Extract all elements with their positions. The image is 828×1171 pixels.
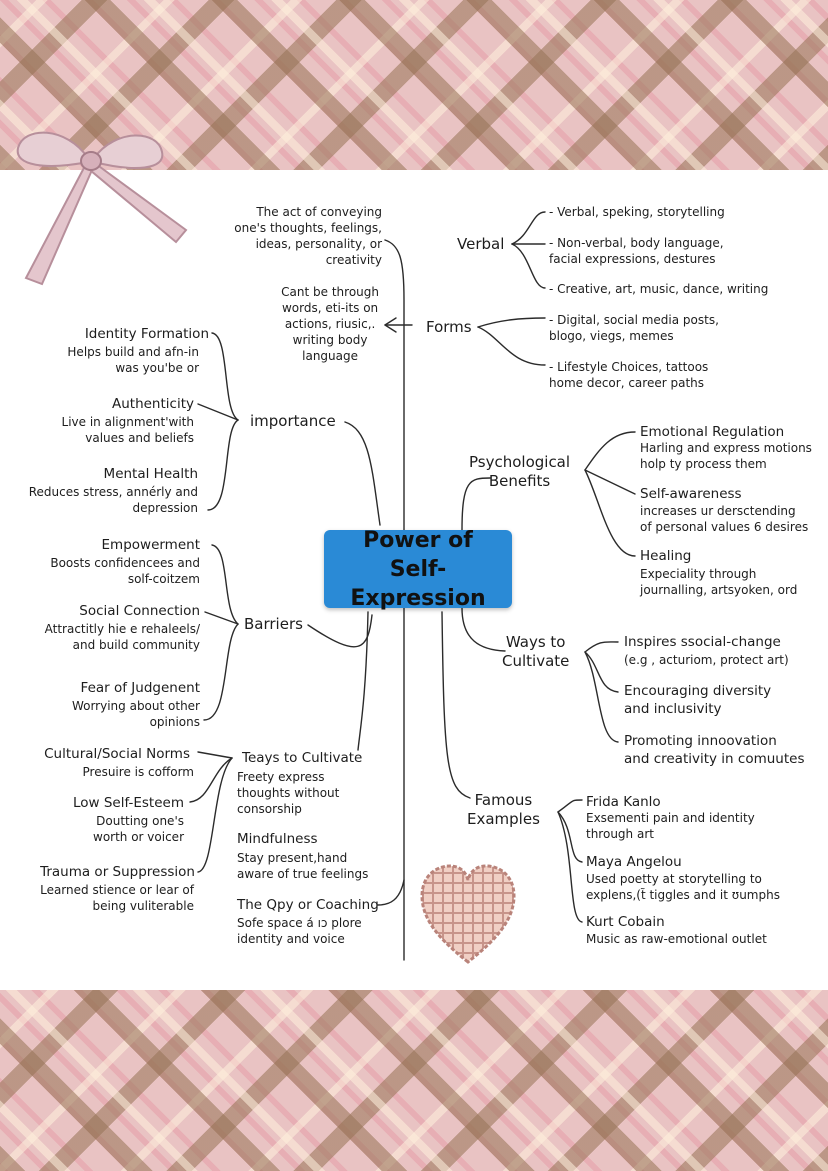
norms-item-3-desc: Learned stience or lear of being vuliter…	[40, 883, 194, 913]
norms-item-3-title: Trauma or Suppression	[40, 864, 195, 880]
norms-item-1-desc: Presuire is cofform	[82, 765, 195, 779]
verbal-item-1: - Verbal, speking, storytelling	[549, 205, 725, 219]
cultivate-left-item-1-desc: Freety express thoughts without consorsh…	[237, 770, 340, 816]
norms-item-2-title: Low Self-Esteem	[72, 795, 184, 811]
cultivate-left-item-3-title: The Qpy or Coaching	[237, 897, 379, 913]
psych-item-3-title: Healing	[640, 548, 692, 564]
barriers-item-2-title: Social Connection	[79, 603, 200, 619]
forms-label: Forms	[426, 318, 472, 336]
center-title: Power of Self-Expression	[350, 527, 486, 611]
ways-item-1-desc: (e.g , acturiom, protect art)	[624, 653, 789, 667]
famous-item-1-title: Frida Kanlo	[586, 794, 661, 810]
cultivate-left-item-2-title: Mindfulness	[237, 831, 318, 847]
ways-item-2-title: Encouraging diversity and inclusivity	[624, 683, 772, 717]
ways-label: Ways to Cultivate	[502, 633, 570, 670]
psych-item-2-title: Self-awareness	[640, 486, 742, 502]
importance-item-1-title: Identity Formation	[84, 326, 209, 342]
plaid-heart-icon	[420, 864, 516, 964]
forms-item-lifestyle: - Lifestyle Choices, tattoos home decor,…	[549, 360, 709, 390]
famous-item-2-desc: Used poetty at storytelling to explens,(…	[586, 872, 780, 902]
famous-item-2-title: Maya Angelou	[586, 854, 682, 870]
cultivate-left-item-3-desc: Sofe space а́ ıɔ plore identity and voic…	[237, 916, 362, 946]
importance-item-3-title: Mental Health	[103, 466, 198, 482]
famous-item-1-desc: Exsementi pain and identity through art	[586, 811, 755, 841]
importance-item-3-desc: Reduces stress, annérly and depression	[28, 485, 198, 515]
definition-text: The act of conveying one's thoughts, fee…	[234, 205, 382, 267]
center-topic: Power of Self-Expression	[324, 528, 512, 611]
psych-item-1-desc: Harling and express motions holp ty proc…	[640, 441, 812, 471]
forms-item-digital: - Digital, social media posts, blogo, vi…	[549, 313, 719, 343]
definition-through-text: Cant be through words, eti-its on action…	[281, 285, 379, 363]
psych-item-3-desc: Expeciality through journalling, artsyok…	[640, 567, 798, 597]
plaid-border-bottom	[0, 990, 828, 1171]
barriers-label: Barriers	[244, 615, 303, 633]
importance-item-2-title: Authenticity	[111, 396, 194, 412]
ways-item-1-title: Inspires ssocial-change	[624, 634, 781, 650]
psych-item-1-title: Emotional Regulation	[640, 424, 785, 440]
barriers-item-3-desc: Worrying about other opinions	[71, 699, 200, 729]
norms-item-1-title: Cultural/Social Norms	[44, 746, 190, 762]
importance-item-1-desc: Helps build and afn-in was you'be or	[67, 345, 199, 375]
verbal-item-2: - Non-verbal, body language, facial expr…	[549, 236, 724, 266]
famous-label: Famous Examples	[467, 791, 540, 828]
norms-item-2-desc: Doutting one's worth or voicer	[93, 814, 184, 844]
barriers-item-1-desc: Boosts confidencees and solf-coitzem	[50, 556, 200, 586]
famous-item-3-desc: Music as raw-emotional outlet	[586, 932, 767, 946]
verbal-item-3: - Creative, art, music, dance, writing	[549, 282, 769, 296]
psych-item-2-desc: increases ur dersctending of personal va…	[640, 504, 809, 534]
importance-label: importance	[250, 412, 336, 430]
verbal-label: Verbal	[457, 235, 505, 253]
barriers-item-1-title: Empowerment	[101, 537, 200, 553]
barriers-item-2-desc: Attractitly hie e rehaleels/ and build c…	[44, 622, 200, 652]
importance-item-2-desc: Live in alignment'with values and belief…	[61, 415, 194, 445]
barriers-item-3-title: Fear of Judgenent	[80, 680, 200, 696]
ways-item-3-title: Promoting innoovation and creativity in …	[624, 733, 805, 767]
cultivate-left-item-2-desc: Stay present,hand aware of true feelings	[237, 851, 369, 881]
famous-item-3-title: Kurt Cobain	[586, 914, 665, 930]
cultivate-left-label: Teays to Cultivate	[242, 750, 363, 766]
psych-label: Psychological Benefits	[469, 453, 571, 490]
bow-ribbon-icon	[16, 131, 188, 286]
